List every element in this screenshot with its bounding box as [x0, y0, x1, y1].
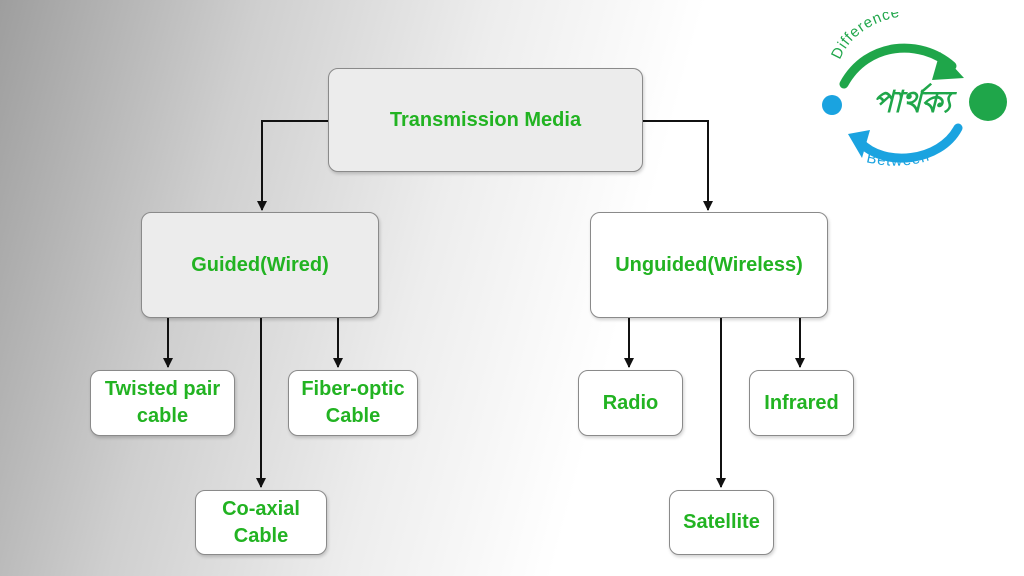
node-radio: Radio	[578, 370, 683, 436]
blue-arrow-icon	[855, 123, 963, 163]
node-unguided-label: Unguided(Wireless)	[615, 253, 803, 276]
node-coaxial-label: Co-axial Cable	[222, 497, 300, 547]
difference-between-logo: পার্থক্য Difference Between	[822, 12, 1007, 170]
node-twisted-pair-label: Twisted pair cable	[104, 378, 221, 427]
arrow-root-to-unguided	[643, 120, 713, 211]
node-transmission-media: Transmission Media	[328, 68, 643, 172]
node-fiber-optic: Fiber-optic Cable	[288, 370, 418, 436]
logo-center-glyph: পার্থক্য	[873, 82, 957, 120]
node-coaxial: Co-axial Cable	[195, 490, 327, 555]
node-infrared-label: Infrared	[764, 391, 839, 414]
node-satellite-label: Satellite	[683, 511, 760, 533]
green-dot-icon	[969, 83, 1007, 121]
logo-top-text: Difference	[828, 12, 901, 62]
arrow-root-to-guided	[257, 120, 328, 211]
node-unguided: Unguided(Wireless)	[590, 212, 828, 318]
node-guided: Guided(Wired)	[141, 212, 379, 318]
node-guided-label: Guided(Wired)	[191, 253, 329, 276]
blue-dot-icon	[822, 95, 842, 115]
node-radio-label: Radio	[602, 391, 659, 414]
node-satellite: Satellite	[669, 490, 774, 555]
node-fiber-optic-label: Fiber-optic Cable	[301, 378, 405, 427]
logo-bottom-text: Between	[865, 147, 932, 169]
node-infrared: Infrared	[749, 370, 854, 436]
node-twisted-pair: Twisted pair cable	[90, 370, 235, 436]
node-transmission-media-label: Transmission Media	[389, 108, 582, 131]
